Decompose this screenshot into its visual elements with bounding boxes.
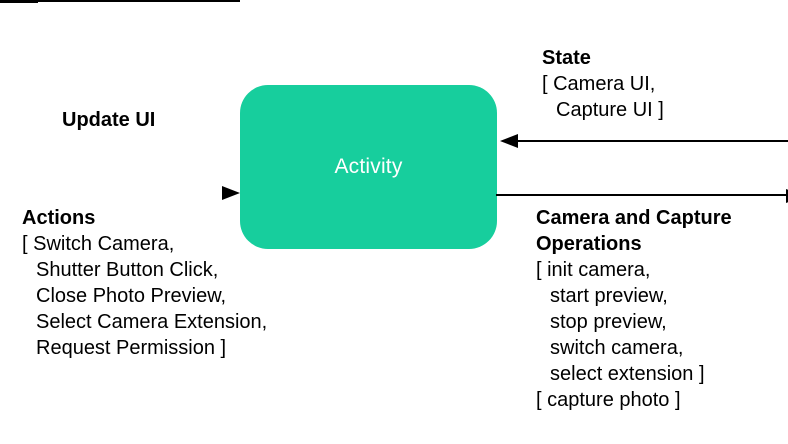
state-item: [ Camera UI,	[542, 73, 656, 95]
activity-node: Activity	[240, 85, 497, 249]
state-heading: State	[542, 47, 591, 69]
camera-ops-line	[496, 194, 788, 196]
camera-ops-heading-line1: Camera and Capture	[536, 207, 732, 229]
camera-ops-item: select extension ]	[550, 363, 705, 385]
state-item: Capture UI ]	[556, 99, 664, 121]
camera-ops-item: stop preview,	[550, 311, 667, 333]
actions-label-block: Actions [ Switch Camera, Shutter Button …	[22, 205, 267, 361]
activity-node-label: Activity	[334, 155, 403, 178]
actions-item: Close Photo Preview,	[36, 285, 227, 307]
state-line	[514, 140, 788, 142]
camera-ops-item: start preview,	[550, 285, 668, 307]
actions-arrowhead-icon	[222, 186, 240, 200]
actions-item: [ Switch Camera,	[22, 233, 175, 255]
camera-ops-arrowhead-icon	[786, 189, 788, 203]
state-arrowhead-icon	[500, 134, 518, 148]
camera-ops-item: [ init camera,	[536, 259, 651, 281]
camera-ops-item: [ capture photo ]	[536, 389, 681, 411]
actions-item: Shutter Button Click,	[36, 259, 219, 281]
actions-item: Request Permission ]	[36, 337, 227, 359]
actions-item: Select Camera Extension,	[36, 311, 268, 333]
camera-ops-heading-line2: Operations	[536, 233, 642, 255]
actions-heading: Actions	[22, 207, 96, 229]
camera-ops-item: switch camera,	[550, 337, 684, 359]
state-label-block: State [ Camera UI, Capture UI ]	[542, 45, 664, 123]
actions-line	[0, 0, 226, 2]
update-ui-label: Update UI	[62, 109, 156, 131]
camera-ops-label-block: Camera and Capture Operations [ init cam…	[536, 205, 732, 413]
